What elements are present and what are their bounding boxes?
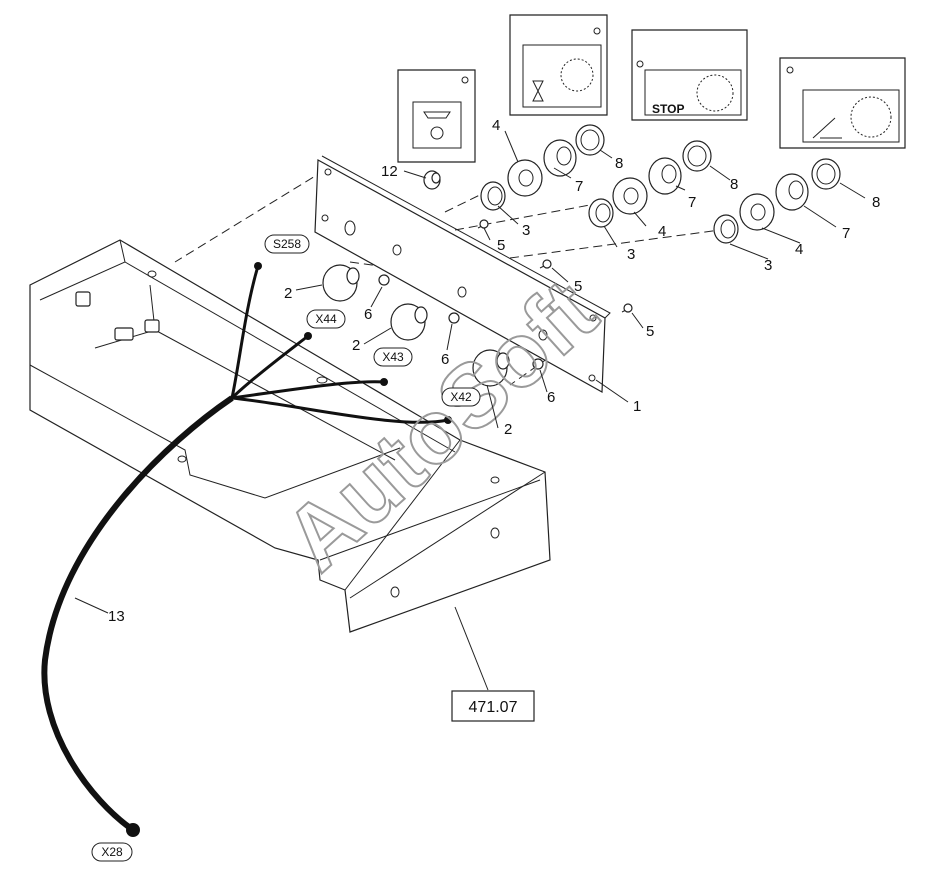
callout-2c: 2 bbox=[504, 421, 512, 438]
callout-5c: 5 bbox=[646, 323, 654, 340]
callout-7b: 7 bbox=[688, 194, 696, 211]
callout-8c: 8 bbox=[872, 194, 880, 211]
switch-upper bbox=[322, 264, 360, 302]
potentiometer-stack-1 bbox=[480, 124, 605, 211]
callout-6b: 6 bbox=[441, 351, 449, 368]
decal-timer bbox=[509, 14, 608, 116]
potentiometer-stack-2 bbox=[588, 140, 712, 228]
decal-stop: STOP bbox=[631, 29, 748, 121]
wiring-harness bbox=[41, 262, 452, 837]
reference-box: 471.07 bbox=[451, 690, 535, 722]
potentiometer-stack-3 bbox=[713, 158, 841, 244]
callout-numbers: 12 4 7 8 3 5 3 4 7 8 3 4 7 8 5 5 2 2 2 6… bbox=[108, 117, 880, 625]
indicator-lamp bbox=[423, 170, 441, 190]
callout-3b: 3 bbox=[627, 246, 635, 263]
connector-label-x28: X28 bbox=[91, 842, 133, 862]
callout-7a: 7 bbox=[575, 178, 583, 195]
connector-label-x42: X42 bbox=[441, 387, 481, 407]
callout-7c: 7 bbox=[842, 225, 850, 242]
callout-2b: 2 bbox=[352, 337, 360, 354]
svg-text:X42: X42 bbox=[450, 390, 472, 404]
callout-3c: 3 bbox=[764, 257, 772, 274]
svg-text:X43: X43 bbox=[382, 350, 404, 364]
callout-3a: 3 bbox=[522, 222, 530, 239]
leader-lines bbox=[74, 130, 866, 691]
svg-text:X28: X28 bbox=[101, 845, 123, 859]
decal-lamp bbox=[397, 69, 476, 163]
callout-5a: 5 bbox=[497, 237, 505, 254]
callout-8b: 8 bbox=[730, 176, 738, 193]
callout-6c: 6 bbox=[547, 389, 555, 406]
callout-12: 12 bbox=[381, 163, 398, 180]
callout-13: 13 bbox=[108, 608, 125, 625]
callout-4a: 4 bbox=[492, 117, 500, 134]
callout-2a: 2 bbox=[284, 285, 292, 302]
connector-label-x43: X43 bbox=[373, 347, 413, 367]
control-panel-plate bbox=[314, 155, 611, 393]
callout-1: 1 bbox=[633, 398, 641, 415]
switch-middle bbox=[390, 303, 428, 341]
callout-4b: 4 bbox=[658, 223, 666, 240]
nuts bbox=[378, 274, 544, 370]
callout-4c: 4 bbox=[795, 241, 803, 258]
callout-5b: 5 bbox=[574, 278, 582, 295]
screws bbox=[477, 219, 633, 313]
connector-label-s258: S258 bbox=[264, 234, 310, 254]
reference-label: 471.07 bbox=[469, 699, 518, 716]
stop-text: STOP bbox=[652, 102, 684, 116]
callout-6a: 6 bbox=[364, 306, 372, 323]
connector-label-x44: X44 bbox=[306, 309, 346, 329]
switch-lower bbox=[472, 349, 510, 387]
svg-text:X44: X44 bbox=[315, 312, 337, 326]
mounting-bracket bbox=[29, 239, 551, 633]
connector-labels: S258 X44 X43 X42 X28 bbox=[91, 234, 481, 862]
callout-8a: 8 bbox=[615, 155, 623, 172]
decal-work bbox=[779, 57, 906, 149]
svg-text:S258: S258 bbox=[273, 237, 301, 251]
